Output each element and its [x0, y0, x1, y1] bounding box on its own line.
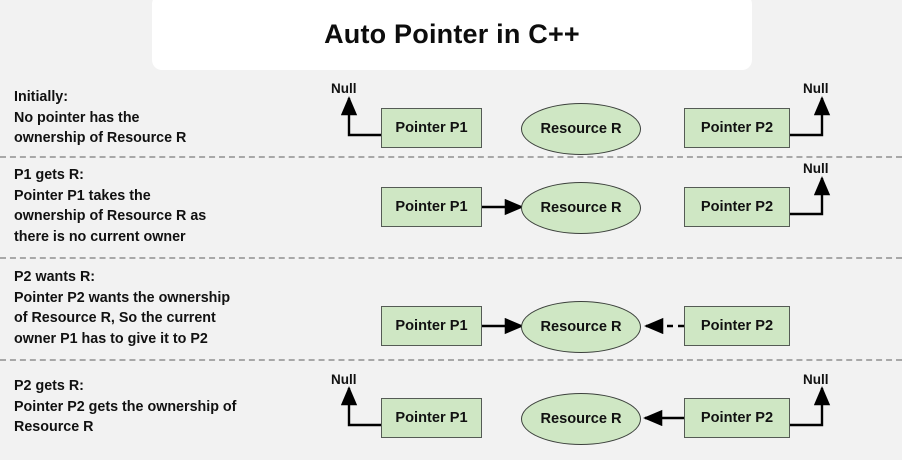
row-p2wants-pointer-p1-node[interactable]: Pointer P1 — [381, 306, 482, 346]
page-title: Auto Pointer in C++ — [324, 18, 580, 49]
row-separator-3 — [0, 359, 902, 361]
row-p2gets-null-label-left: Null — [331, 372, 357, 387]
row-initially-null-label-left: Null — [331, 81, 357, 96]
row-initially-p2-null-arrow — [790, 96, 831, 137]
row-p1gets-pointer-p2-node[interactable]: Pointer P2 — [684, 187, 790, 227]
row-p1gets-pointer-p2-label: Pointer P2 — [700, 199, 774, 215]
row-initially-pointer-p1-node[interactable]: Pointer P1 — [381, 108, 482, 148]
row-p2gets-pointer-p2-node[interactable]: Pointer P2 — [684, 398, 790, 438]
row-p2gets-null-label-right: Null — [803, 372, 829, 387]
row-p2gets-pointer-p1-node[interactable]: Pointer P1 — [381, 398, 482, 438]
row-initially-pointer-p2-label: Pointer P2 — [700, 120, 774, 136]
row-initially-p1-null-arrow — [340, 96, 381, 137]
row-p1gets-p2-null-arrow — [790, 176, 831, 216]
row-p2wants-pointer-p2-node[interactable]: Pointer P2 — [684, 306, 790, 346]
row-p2gets-p2-null-arrow — [790, 386, 831, 427]
row-p2wants-pointer-p1-label: Pointer P1 — [395, 318, 468, 334]
row-p2gets-p1-null-arrow — [340, 386, 381, 427]
row-initially-null-label-right: Null — [803, 81, 829, 96]
row-p1gets-null-label-right: Null — [803, 161, 829, 176]
row-p2wants-description: P2 wants R: Pointer P2 wants the ownersh… — [14, 269, 231, 347]
row-initially-resource-label: Resource R — [540, 121, 622, 137]
row-p1gets-pointer-p1-node[interactable]: Pointer P1 — [381, 187, 482, 227]
row-p2wants-pointer-p2-label: Pointer P2 — [700, 318, 774, 334]
row-separator-1 — [0, 156, 902, 158]
row-p1gets-description: P1 gets R: Pointer P1 takes the ownershi… — [14, 167, 207, 245]
row-p2gets-resource-node[interactable]: Resource R — [521, 393, 641, 445]
row-p2wants-resource-node[interactable]: Resource R — [521, 301, 641, 353]
row-p2gets-resource-label: Resource R — [540, 411, 622, 427]
row-initially-pointer-p1-label: Pointer P1 — [395, 120, 468, 136]
row-p1gets-resource-node[interactable]: Resource R — [521, 182, 641, 234]
title-card: Auto Pointer in C++ — [152, 0, 752, 70]
row-separator-2 — [0, 257, 902, 259]
row-p1gets-resource-label: Resource R — [540, 200, 622, 216]
row-p2gets-pointer-p2-label: Pointer P2 — [700, 410, 774, 426]
row-initially-resource-node[interactable]: Resource R — [521, 103, 641, 155]
row-initially-description: Initially: No pointer has the ownership … — [14, 89, 187, 146]
row-p2gets-description: P2 gets R: Pointer P2 gets the ownership… — [14, 378, 237, 435]
row-initially-pointer-p2-node[interactable]: Pointer P2 — [684, 108, 790, 148]
row-p2wants-resource-label: Resource R — [540, 319, 622, 335]
row-p1gets-pointer-p1-label: Pointer P1 — [395, 199, 468, 215]
row-p2gets-pointer-p1-label: Pointer P1 — [395, 410, 468, 426]
